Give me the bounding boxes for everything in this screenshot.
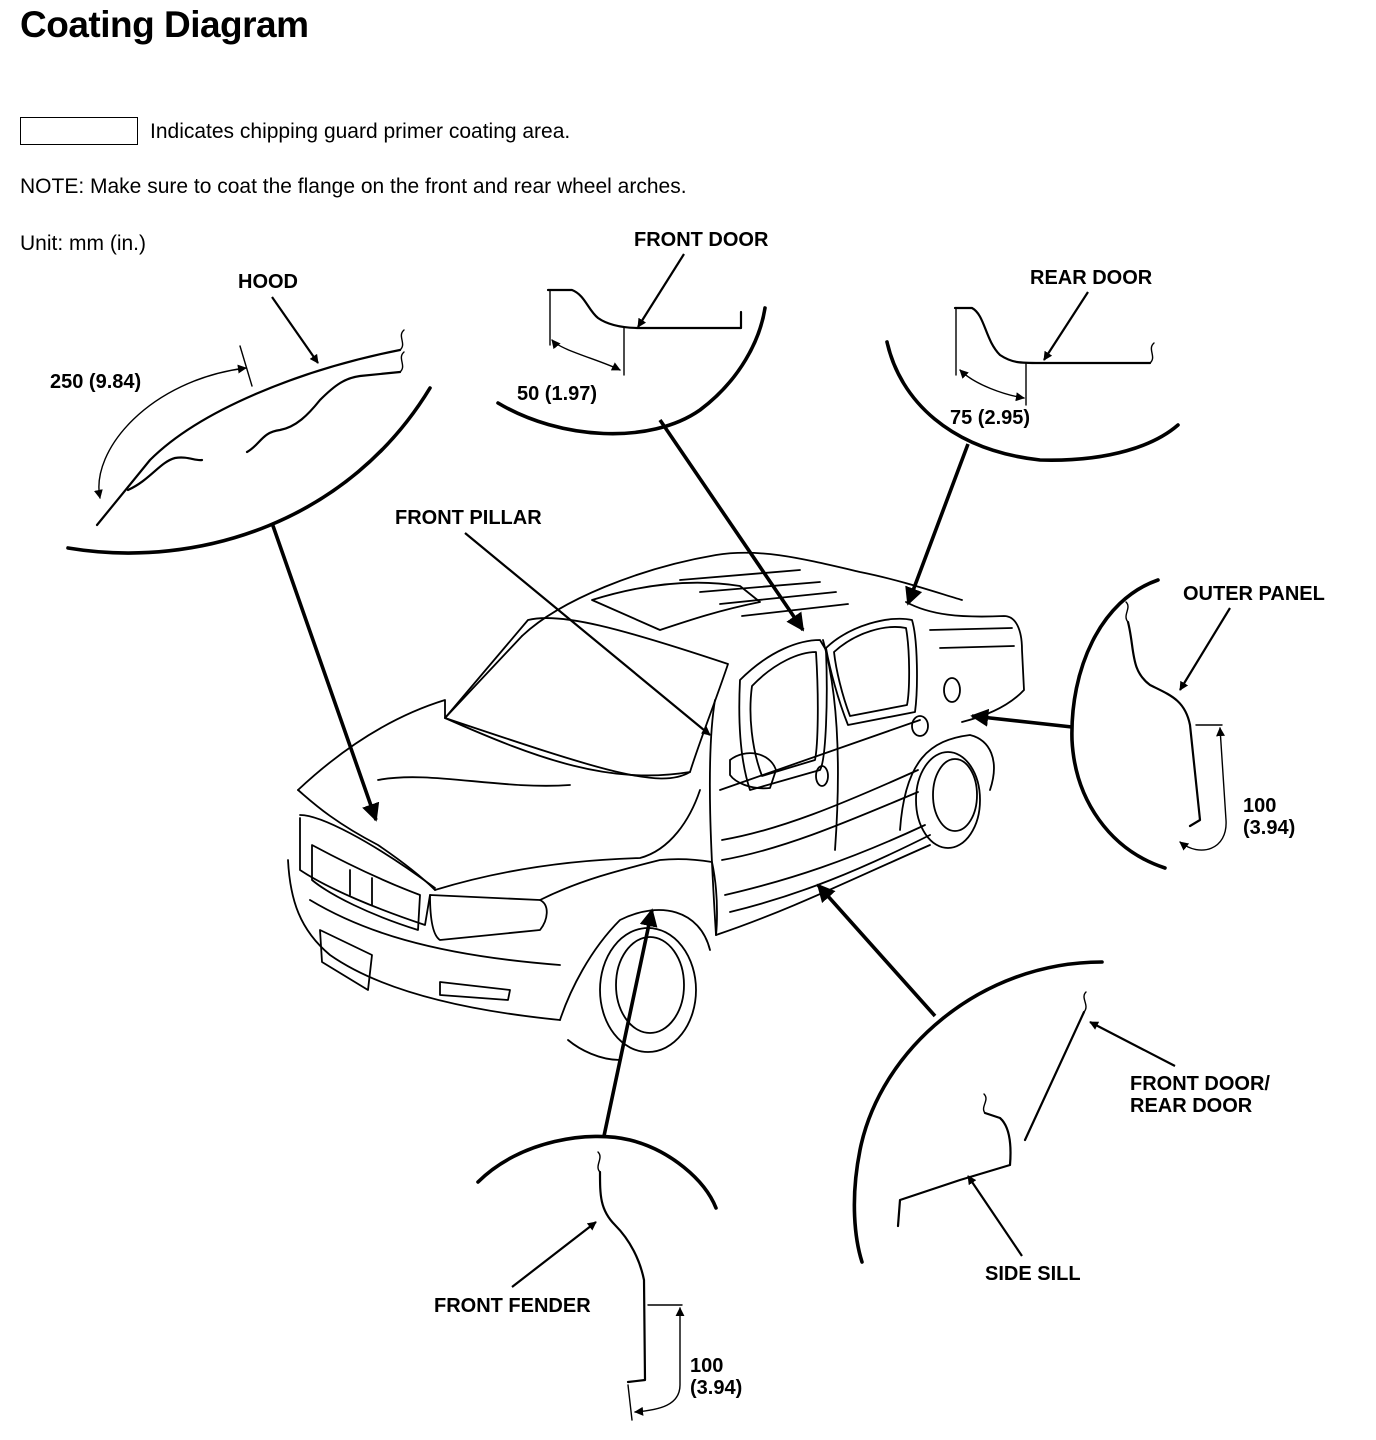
front-pillar-label: FRONT PILLAR	[395, 507, 542, 529]
rear-door-detail-circle	[885, 340, 1180, 462]
hood-detail-circle	[66, 386, 432, 555]
unit-text: Unit: mm (in.)	[20, 232, 146, 255]
front-door-label: FRONT DOOR	[634, 229, 769, 251]
front-door-section-profile	[546, 288, 743, 330]
rear-door-label: REAR DOOR	[1030, 267, 1153, 289]
front-door-detail-circle	[496, 306, 767, 436]
side-sill-door-label-2: REAR DOOR	[1130, 1095, 1253, 1117]
note-text: NOTE: Make sure to coat the flange on th…	[20, 175, 687, 198]
outer-panel-label: OUTER PANEL	[1183, 583, 1325, 605]
front-fender-dimension-in: (3.94)	[690, 1377, 742, 1399]
side-sill-door-label-1: FRONT DOOR/	[1130, 1073, 1270, 1095]
front-fender-dimension-mm: 100	[690, 1355, 723, 1377]
front-fender-section-profile	[598, 1170, 647, 1384]
legend-swatch	[20, 117, 138, 145]
front-fender-callout: FRONT FENDER 100 (3.94)	[434, 908, 742, 1421]
rear-door-dimension: 75 (2.95)	[950, 407, 1030, 429]
door-section-profile	[1023, 1010, 1086, 1142]
front-door-callout: FRONT DOOR 50 (1.97)	[496, 229, 805, 632]
outer-panel-section-profile	[1126, 620, 1202, 828]
side-sill-callout: FRONT DOOR/ REAR DOOR SIDE SILL	[816, 883, 1270, 1285]
truck-illustration	[287, 551, 1025, 1061]
front-door-dimension: 50 (1.97)	[517, 383, 597, 405]
hood-callout: HOOD 250 (9.84)	[50, 271, 432, 822]
rear-door-section-profile	[953, 306, 1152, 365]
outer-panel-dimension-mm: 100	[1243, 795, 1276, 817]
front-pillar-callout: FRONT PILLAR	[395, 507, 711, 736]
front-fender-label: FRONT FENDER	[434, 1295, 591, 1317]
side-sill-label: SIDE SILL	[985, 1263, 1081, 1285]
outer-panel-detail-circle	[1070, 578, 1167, 870]
hood-dimension: 250 (9.84)	[50, 371, 141, 393]
page-title: Coating Diagram	[20, 4, 309, 45]
side-sill-section-profile	[896, 1111, 1012, 1228]
front-fender-detail-circle	[476, 1134, 718, 1210]
side-sill-detail-circle	[852, 960, 1104, 1264]
rear-door-callout: REAR DOOR 75 (2.95)	[885, 267, 1180, 606]
hood-label: HOOD	[238, 271, 298, 293]
legend-text: Indicates chipping guard primer coating …	[150, 120, 571, 143]
outer-panel-dimension-in: (3.94)	[1243, 817, 1295, 839]
outer-panel-callout: OUTER PANEL 100 (3.94)	[970, 578, 1325, 870]
